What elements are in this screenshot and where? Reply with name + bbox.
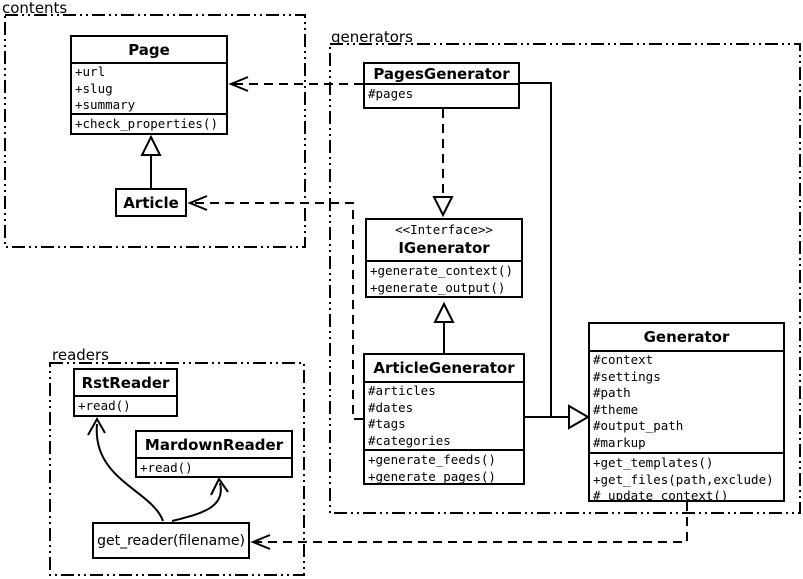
class-generator: Generator #context #settings #path #them…	[588, 322, 785, 502]
class-page: Page +url +slug +summary +check_properti…	[70, 35, 228, 135]
edge-generator-getreader	[255, 502, 688, 543]
class-pagesgenerator: PagesGenerator #pages	[363, 62, 520, 109]
class-articlegenerator: ArticleGenerator #articles #dates #tags …	[363, 353, 525, 485]
method: +check_properties()	[75, 116, 218, 131]
attribute: #tags	[368, 416, 406, 431]
method: #_update_context()	[593, 488, 729, 500]
open-arrowhead-icon	[210, 477, 229, 496]
interface-stereotype: <<Interface>>	[395, 222, 493, 237]
edge-articlegenerator-article	[192, 202, 363, 420]
class-rstreader-title: RstReader	[75, 370, 176, 397]
attribute: #categories	[368, 432, 451, 448]
hollow-triangle-icon	[433, 301, 455, 323]
attribute: #context	[593, 352, 654, 367]
class-articlegenerator-attributes: #articles #dates #tags #categories	[365, 383, 523, 451]
package-label-generators: generators	[331, 28, 413, 46]
class-article: Article	[115, 188, 187, 217]
attribute: #dates	[368, 399, 414, 415]
class-articlegenerator-title: ArticleGenerator	[365, 355, 523, 383]
package-label-contents: contents	[2, 0, 68, 17]
class-rstreader: RstReader +read()	[73, 368, 178, 417]
attribute: +slug	[75, 80, 113, 96]
method: +generate_feeds()	[368, 452, 496, 467]
class-generator-attributes: #context #settings #path #theme #output_…	[590, 352, 783, 454]
method: +get_templates()	[593, 455, 714, 470]
class-articlegenerator-methods: +generate_feeds() +generate_pages()	[365, 451, 523, 483]
attribute: #settings	[593, 368, 661, 384]
attribute: +url	[75, 64, 106, 79]
function-get-reader-label: get_reader(filename)	[97, 532, 245, 549]
method: +get_files(path,exclude)	[593, 471, 774, 487]
attribute: #markup	[593, 434, 646, 450]
class-page-methods: +check_properties()	[72, 115, 226, 133]
class-igenerator-title: IGenerator	[398, 239, 490, 257]
class-page-attributes: +url +slug +summary	[72, 64, 226, 115]
class-article-title: Article	[123, 193, 179, 212]
hollow-triangle-icon	[432, 196, 454, 218]
open-arrowhead-icon	[187, 195, 208, 211]
method: +generate_context()	[370, 263, 513, 278]
class-igenerator: <<Interface>> IGenerator +generate_conte…	[365, 218, 523, 298]
method: +generate_pages()	[368, 468, 496, 484]
edge-getreader-mardownreader	[171, 482, 222, 522]
attribute: #output_path	[593, 418, 684, 433]
class-page-title: Page	[72, 37, 226, 64]
class-pagesgenerator-title: PagesGenerator	[365, 64, 518, 85]
attribute: #articles	[368, 383, 436, 398]
attribute: +summary	[75, 97, 136, 112]
class-mardownreader-methods: +read()	[137, 459, 291, 476]
attribute: #theme	[593, 401, 639, 417]
open-arrowhead-icon	[228, 76, 249, 92]
package-label-readers: readers	[52, 346, 109, 364]
class-pagesgenerator-attributes: #pages	[365, 85, 518, 107]
method: +generate_output()	[370, 279, 506, 295]
class-generator-title: Generator	[590, 324, 783, 352]
class-igenerator-header: <<Interface>> IGenerator	[367, 220, 521, 262]
function-get-reader: get_reader(filename)	[92, 522, 250, 559]
attribute: #path	[593, 385, 631, 400]
class-rstreader-methods: +read()	[75, 397, 176, 415]
class-generator-methods: +get_templates() +get_files(path,exclude…	[590, 454, 783, 500]
class-mardownreader: MardownReader +read()	[135, 430, 293, 478]
method: +read()	[78, 398, 131, 413]
open-arrowhead-icon	[250, 534, 271, 550]
edge-generators-generator	[518, 82, 569, 418]
method: +read()	[140, 460, 193, 475]
open-arrowhead-icon	[87, 416, 106, 436]
hollow-triangle-icon	[140, 134, 162, 156]
class-mardownreader-title: MardownReader	[137, 432, 291, 459]
hollow-triangle-icon	[568, 404, 590, 430]
attribute: #pages	[368, 86, 414, 101]
class-igenerator-methods: +generate_context() +generate_output()	[367, 262, 521, 296]
